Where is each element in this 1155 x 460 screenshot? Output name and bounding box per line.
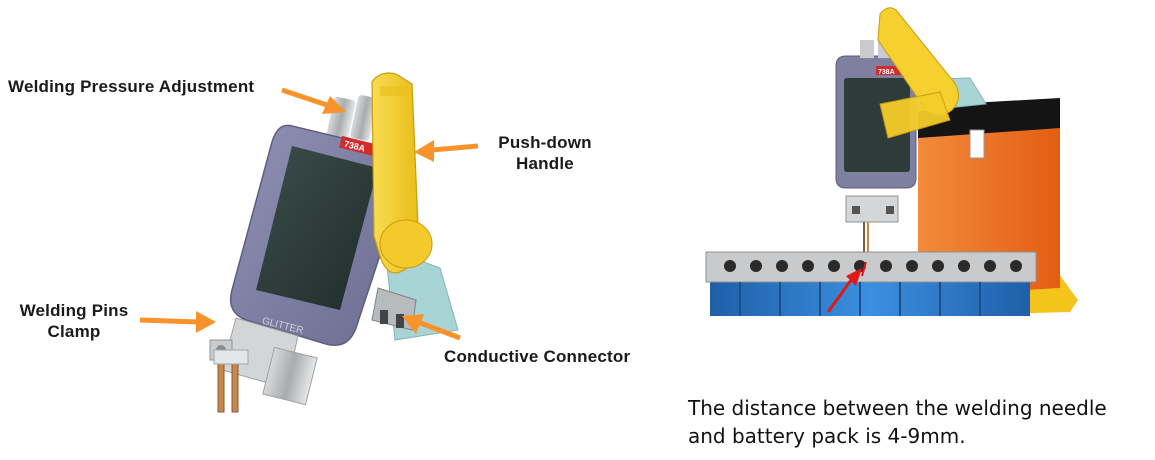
push-down-handle-label: Push-down Handle: [495, 132, 595, 174]
push-down-handle-label-line1: Push-down: [498, 133, 592, 152]
pressure-adjustment-label: Welding Pressure Adjustment: [8, 77, 255, 96]
pressure-knob-2: [350, 95, 378, 141]
pins-clamp-label-line2: Clamp: [47, 322, 101, 341]
callout-arrows: [139, 87, 479, 341]
head-badge-text: 738A: [878, 69, 895, 76]
welding-pin-right: [231, 363, 239, 413]
battery-pack: [705, 251, 1037, 316]
welder-on-battery-illustration: 738A: [705, 7, 1078, 316]
welder-head-illustration: 738A GLITTER: [139, 72, 479, 413]
welding-pin-left: [217, 359, 225, 413]
distance-caption: The distance between the welding needle …: [688, 394, 1148, 450]
gap-indicator: [861, 261, 867, 277]
pins-clamp-label-line1: Welding Pins: [19, 301, 129, 320]
model-badge: [339, 135, 377, 157]
orange-base: [918, 108, 1060, 296]
distance-caption-line1: The distance between the welding needle: [688, 396, 1107, 420]
distance-caption-line2: and battery pack is 4-9mm.: [688, 424, 966, 448]
device-screen: [256, 146, 378, 310]
conductive-connector-label: Conductive Connector: [444, 347, 631, 366]
handle-pivot: [379, 219, 433, 269]
pins-clamp-label: Welding Pins Clamp: [14, 300, 134, 342]
push-down-handle-label-line2: Handle: [516, 154, 574, 173]
